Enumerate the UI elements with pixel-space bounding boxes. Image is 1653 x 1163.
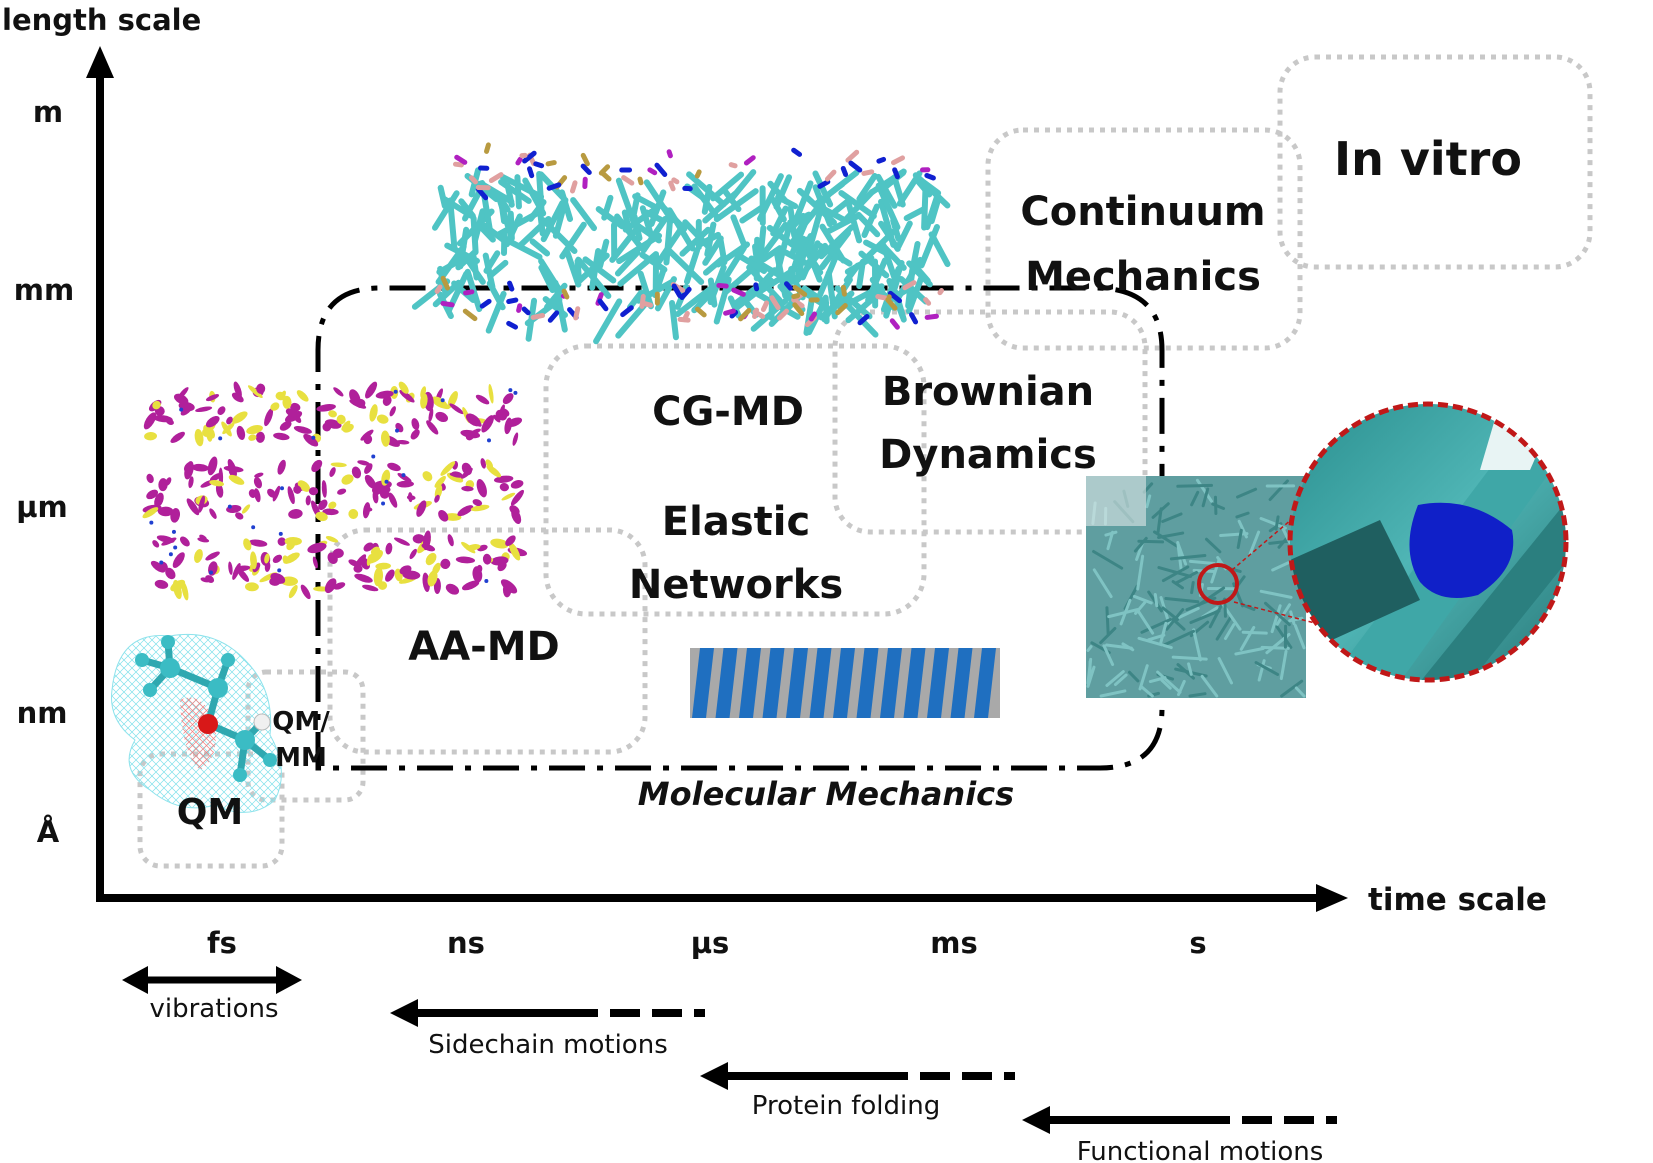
label-brownian-2: Dynamics xyxy=(879,432,1097,478)
vibrations-arrow: vibrations xyxy=(122,966,302,1024)
in-vitro-box xyxy=(1277,54,1593,270)
label-qmmm-1: QM/ xyxy=(272,707,330,737)
label-continuum-2: Mechanics xyxy=(1025,254,1261,300)
protein-folding-label: Protein folding xyxy=(752,1091,940,1121)
label-elastic-2: Networks xyxy=(629,562,843,608)
sidechain-arrow: Sidechain motions xyxy=(390,999,705,1060)
protein-lattice-image xyxy=(142,381,528,601)
qm-molecule-image xyxy=(110,633,282,813)
microscopy-image xyxy=(1086,476,1306,698)
brownian-box xyxy=(832,309,1148,535)
qmmm-box xyxy=(245,669,366,803)
zoom-circle-outline xyxy=(1287,401,1569,683)
x-axis-title: time scale xyxy=(1368,882,1547,918)
region-boxes xyxy=(137,54,1593,869)
x-axis-arrowhead xyxy=(1316,884,1348,912)
y-tick-m: m xyxy=(33,95,63,129)
x-tick-s: s xyxy=(1189,926,1206,960)
fiber-image xyxy=(690,648,1000,718)
sidechain-label: Sidechain motions xyxy=(428,1030,667,1060)
blue-residue xyxy=(1409,502,1514,599)
x-tick-ns: ns xyxy=(447,926,485,960)
label-in-vitro: In vitro xyxy=(1334,132,1522,186)
label-qm: QM xyxy=(177,792,243,833)
y-tick-mm: mm xyxy=(14,273,74,307)
x-tick-us: µs xyxy=(691,926,730,960)
motion-arrows: vibrations Sidechain motions Protein fol… xyxy=(122,966,1337,1163)
y-axis-title: length scale xyxy=(2,3,201,37)
label-aamd: AA-MD xyxy=(408,624,560,670)
x-tick-fs: fs xyxy=(207,926,237,960)
aamd-box xyxy=(327,527,648,755)
highlight-circle xyxy=(1197,563,1239,605)
cgmd-box xyxy=(543,343,927,617)
y-tick-um: µm xyxy=(16,490,68,524)
functional-label: Functional motions xyxy=(1077,1137,1324,1163)
functional-arrow: Functional motions xyxy=(1022,1106,1337,1163)
label-cgmd: CG-MD xyxy=(652,389,804,435)
qm-box xyxy=(137,751,285,869)
label-elastic-1: Elastic xyxy=(662,499,810,545)
label-qmmm-2: MM xyxy=(275,743,327,773)
y-axis-arrowhead xyxy=(86,46,114,78)
y-tick-angstrom: Å xyxy=(37,815,60,849)
protein-folding-arrow: Protein folding xyxy=(700,1062,1015,1121)
label-molecular-mechanics: Molecular Mechanics xyxy=(638,775,1014,813)
molecular-mechanics-boundary xyxy=(315,285,1165,771)
continuum-box xyxy=(985,127,1303,351)
axes xyxy=(86,46,1348,912)
x-tick-ms: ms xyxy=(930,926,977,960)
vibrations-label: vibrations xyxy=(149,994,278,1024)
y-tick-nm: nm xyxy=(17,696,68,730)
y-tick-labels: m mm µm nm Å xyxy=(14,95,74,849)
x-tick-labels: fs ns µs ms s xyxy=(207,926,1207,960)
label-brownian-1: Brownian xyxy=(882,369,1094,415)
zoom-inset xyxy=(1231,401,1569,683)
label-continuum-1: Continuum xyxy=(1020,189,1265,235)
lipid-bilayer-image xyxy=(411,142,951,345)
